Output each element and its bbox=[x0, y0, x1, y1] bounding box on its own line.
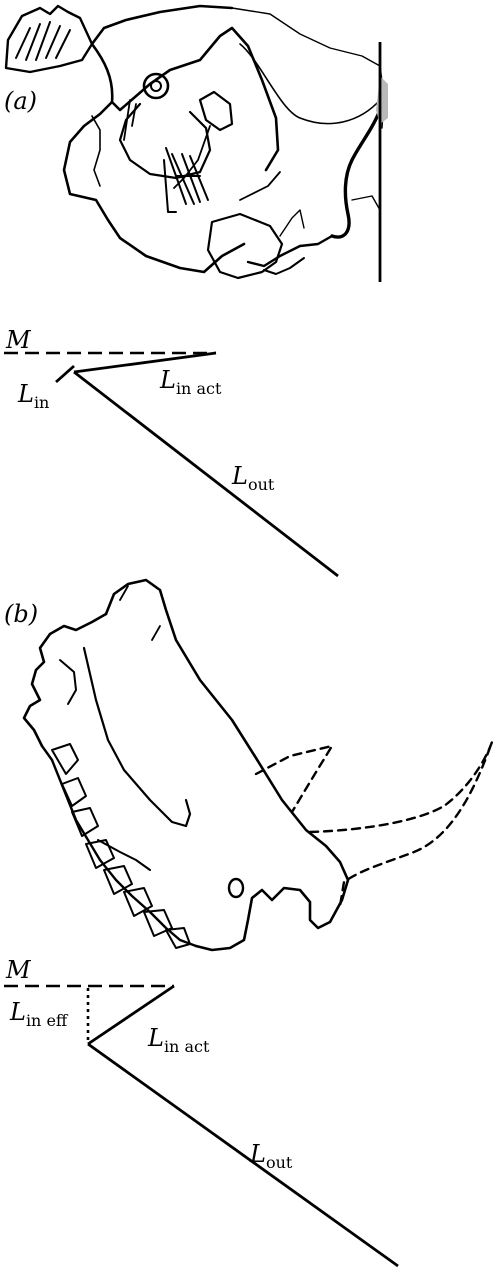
label-l-out-a: Lout bbox=[231, 462, 275, 494]
input-lever-a bbox=[55, 364, 75, 384]
panel-a: (a) bbox=[4, 4, 388, 578]
output-lever-a bbox=[73, 370, 339, 578]
panel-b: (b) M Lin e bbox=[4, 578, 494, 1268]
label-l-in-act-b: Lin act bbox=[147, 1024, 210, 1056]
output-lever-b bbox=[87, 1042, 399, 1268]
input-action-line-a bbox=[73, 351, 217, 374]
moment-label-a: M bbox=[5, 326, 32, 354]
lever-schematic-b: M Lin eff Lin act Lout bbox=[4, 956, 399, 1268]
panel-a-label: (a) bbox=[4, 87, 37, 115]
label-l-in-a: Lin bbox=[17, 380, 49, 412]
label-l-out-b: Lout bbox=[249, 1140, 293, 1172]
lever-schematic-a: M Lin Lin act Lout bbox=[4, 326, 339, 578]
label-l-in-eff-b: Lin eff bbox=[9, 998, 69, 1030]
moment-label-b: M bbox=[5, 956, 32, 984]
skull-drawing-a bbox=[4, 4, 385, 280]
panel-b-label: (b) bbox=[4, 600, 38, 628]
input-action-line-b bbox=[87, 984, 175, 1046]
skull-drawing-b bbox=[22, 578, 494, 952]
label-l-in-act-a: Lin act bbox=[159, 366, 222, 398]
